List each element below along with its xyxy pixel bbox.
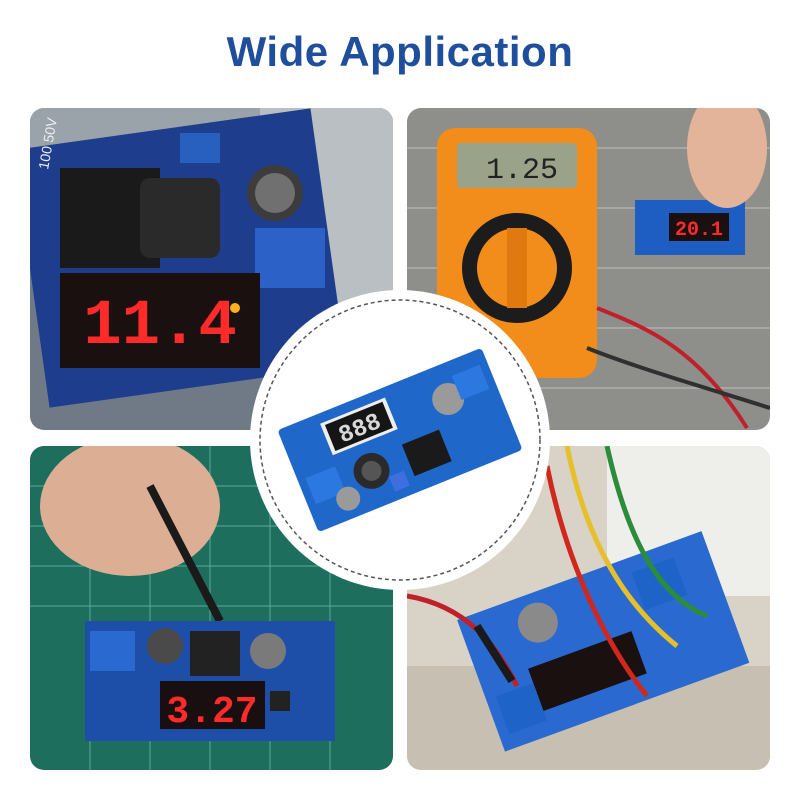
photo-module-closeup: 11.4 100 50V (30, 108, 393, 430)
multimeter-readout: 1.25 (486, 154, 558, 188)
photo-breadboard (407, 446, 770, 770)
hand (40, 446, 220, 576)
product-inset: 888 (250, 290, 550, 590)
page-title: Wide Application (226, 28, 574, 75)
display-bottom-left: 3.27 (166, 691, 257, 734)
module-readout: 20.1 (675, 219, 723, 242)
display-top-left: 11.4 (83, 291, 237, 363)
